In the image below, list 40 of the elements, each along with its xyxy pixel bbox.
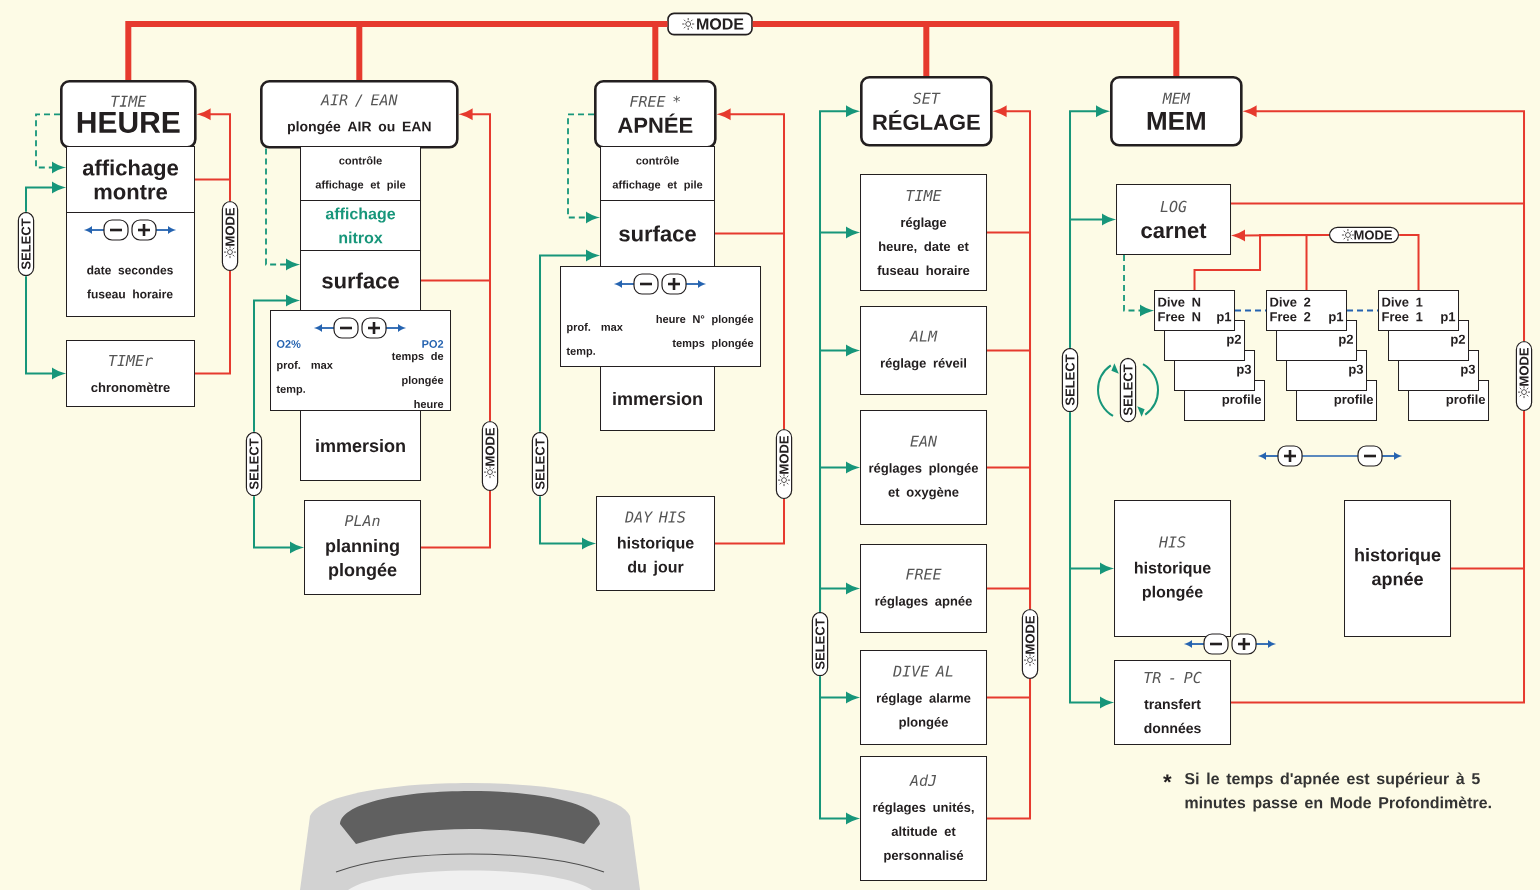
menu-box: affichage nitrox — [300, 200, 421, 251]
arrow — [253, 295, 298, 433]
menu-box: immersion — [600, 366, 715, 431]
connector-line — [1234, 309, 1267, 312]
connector-line — [1398, 234, 1420, 291]
arrow — [1123, 254, 1152, 316]
arrow — [199, 109, 231, 202]
menu-box: immersion — [300, 410, 421, 481]
menu-box: surface — [300, 250, 421, 311]
menu-box: affichage montre — [66, 146, 195, 213]
arrow — [265, 147, 298, 270]
arrow — [819, 583, 858, 613]
connector-line — [194, 270, 231, 375]
connector-line — [714, 498, 785, 545]
arrow — [1069, 214, 1114, 349]
arrow — [1069, 411, 1112, 708]
asterisk: * — [1163, 774, 1172, 783]
connector-line — [752, 21, 1180, 76]
arrow — [1245, 106, 1525, 342]
arrow — [567, 113, 598, 223]
connector-line — [1346, 309, 1379, 312]
menu-box: surface — [600, 200, 715, 267]
arrow — [25, 275, 64, 379]
arrow — [539, 250, 598, 433]
connector-line — [420, 490, 491, 549]
connector-line — [1230, 410, 1525, 704]
arrow — [461, 109, 491, 422]
arrow — [819, 675, 858, 824]
arrow — [719, 109, 785, 430]
connector-line — [652, 21, 668, 80]
arrow — [539, 495, 594, 549]
arrow — [995, 106, 1031, 610]
arrow — [253, 495, 302, 553]
mode-button: MODE — [667, 12, 753, 36]
footnote: Si le temps d'apnée est supérieur à 5 minutes passe en Mode Profondimètre. — [1184, 772, 1491, 812]
arrow — [25, 182, 64, 213]
arrow — [35, 113, 64, 173]
connector-line — [986, 678, 1031, 820]
menu-box: historique apnée — [1344, 500, 1451, 637]
arrow — [1233, 230, 1330, 241]
